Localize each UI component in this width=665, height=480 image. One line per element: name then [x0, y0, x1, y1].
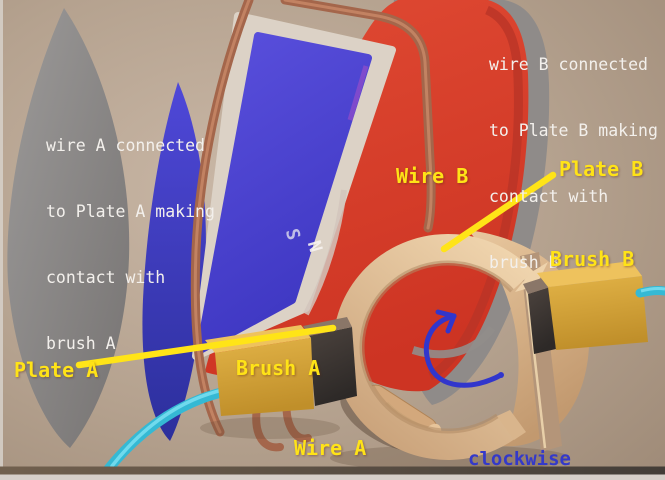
brush-a-contact	[309, 327, 357, 406]
field-glow	[347, 65, 369, 121]
magnet-edge-highlight	[303, 189, 347, 316]
plate-a-pointer-line	[75, 324, 337, 369]
blue-magnet-plate	[192, 12, 396, 360]
brush-b-contact	[528, 287, 556, 354]
lead-wire-b	[635, 285, 665, 298]
rotation-arrow	[423, 309, 504, 388]
pointer-lines	[75, 171, 557, 369]
left-edge-strip	[0, 0, 3, 480]
bottom-dark-strip	[0, 466, 665, 475]
brush-b	[523, 261, 665, 354]
plate-b-pointer-line	[440, 171, 557, 253]
bottom-light-strip	[0, 474, 665, 480]
magnet-bottom-edge	[411, 325, 496, 359]
